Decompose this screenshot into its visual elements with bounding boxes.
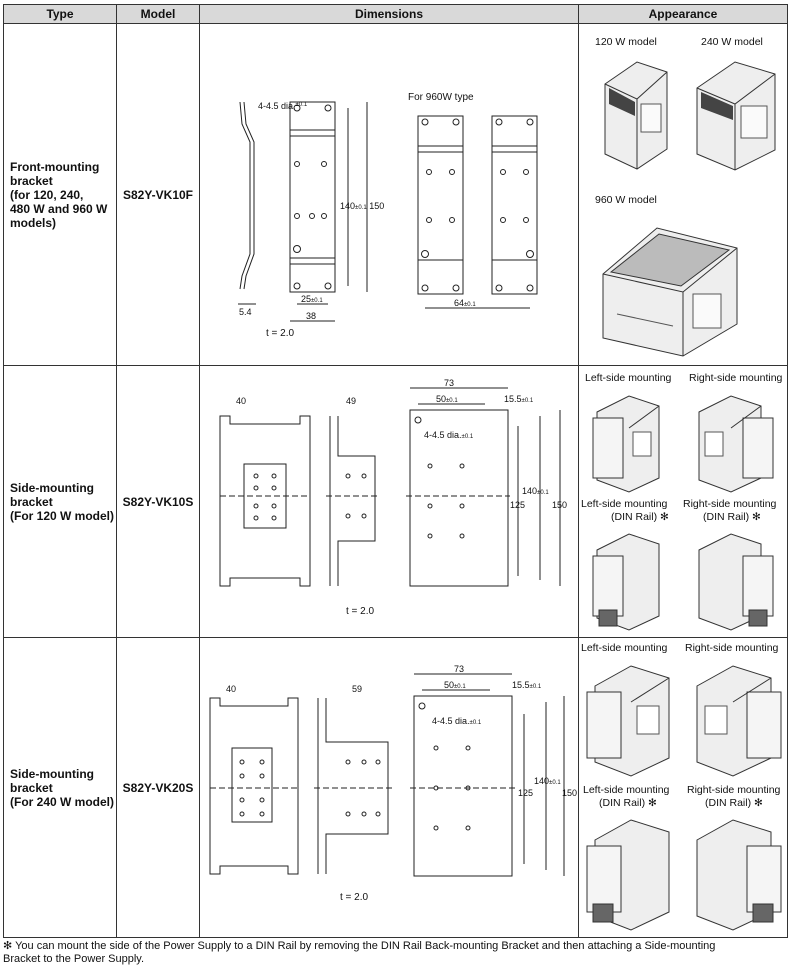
caption-right-side: Right-side mounting	[689, 372, 783, 384]
header-type: Type	[3, 4, 117, 24]
footnote-line2: Bracket to the Power Supply.	[3, 953, 145, 965]
product-left-side-image	[586, 665, 670, 777]
model-cell: S82Y-VK20S	[116, 637, 200, 938]
asterisk-icon: ✻	[3, 940, 13, 952]
type-cell: Side-mounting bracket (For 240 W model)	[3, 637, 117, 938]
type-line: models)	[10, 215, 57, 230]
caption-din-rail: (DIN Rail) ✻	[705, 797, 763, 809]
hole-label: 4-4.5 dia.±0.1	[258, 101, 308, 111]
type-line: bracket	[10, 494, 53, 509]
dim-25-label: 25±0.1	[301, 294, 323, 304]
caption-left-side-din: Left-side mounting	[581, 498, 668, 510]
type-cell: Front-mounting bracket (for 120, 240, 48…	[3, 23, 117, 366]
dimensions-drawing-side-120: 40 49 73 50±0.1 15.5±0.1 4-4.5 dia.±0.1 …	[199, 365, 579, 638]
side-bracket-120-drawing: 40 49 73 50±0.1 15.5±0.1 4-4.5 dia.±0.1 …	[219, 378, 567, 617]
product-left-side-din-image	[586, 819, 670, 931]
caption-120w: 120 W model	[595, 36, 657, 48]
caption-left-side-din: Left-side mounting	[583, 784, 670, 796]
dim-150-label: 150	[562, 788, 577, 798]
model-cell: S82Y-VK10S	[116, 365, 200, 638]
product-right-side-din-image	[696, 819, 782, 931]
caption-240w: 240 W model	[701, 36, 763, 48]
type-line: 480 W and 960 W	[10, 201, 108, 216]
product-right-side-image	[698, 395, 774, 493]
product-right-side-image	[696, 665, 782, 777]
caption-right-side-din: Right-side mounting	[687, 784, 781, 796]
dim-140-label: 140±0.1	[522, 486, 549, 496]
type-line: bracket	[10, 173, 53, 188]
thickness-label: t = 2.0	[266, 328, 295, 339]
product-960w-image	[602, 227, 738, 357]
product-120w-image	[604, 61, 668, 170]
note-960-label: For 960W type	[408, 92, 474, 103]
dim-125-label: 125	[510, 500, 525, 510]
footnote-line1: You can mount the side of the Power Supp…	[15, 940, 716, 952]
dim-73-label: 73	[444, 378, 454, 388]
type-line: Side-mounting	[10, 766, 94, 781]
table-row: Side-mounting bracket (For 240 W model) …	[3, 637, 788, 938]
dim-50-label: 50±0.1	[436, 394, 458, 404]
header-dimensions: Dimensions	[199, 4, 579, 24]
product-left-side-image	[592, 395, 660, 493]
model-cell: S82Y-VK10F	[116, 23, 200, 366]
table-row: Front-mounting bracket (for 120, 240, 48…	[3, 23, 788, 366]
hole-label: 4-4.5 dia.±0.1	[424, 430, 474, 440]
dim-73-label: 73	[454, 664, 464, 674]
caption-din-rail: (DIN Rail) ✻	[703, 511, 761, 523]
footnote: ✻ You can mount the side of the Power Su…	[3, 940, 787, 966]
caption-right-side-din: Right-side mounting	[683, 498, 777, 510]
dim-140-label: 140±0.1 150	[340, 201, 384, 211]
appearance-cell: Left-side mounting Right-side mounting L…	[578, 365, 788, 638]
thickness-label: t = 2.0	[346, 606, 375, 617]
dim-140-label: 140±0.1	[534, 776, 561, 786]
front-bracket-drawing: 4-4.5 dia.±0.1 For 960W type 140±0.1 150…	[238, 92, 538, 339]
caption-960w: 960 W model	[595, 194, 657, 206]
dim-64-label: 64±0.1	[454, 298, 476, 308]
caption-din-rail: (DIN Rail) ✻	[611, 511, 669, 523]
product-240w-image	[696, 61, 776, 171]
type-line: (for 120, 240,	[10, 187, 84, 202]
dim-40-label: 40	[226, 684, 236, 694]
type-line: bracket	[10, 780, 53, 795]
appearance-cell: Left-side mounting Right-side mounting L…	[578, 637, 788, 938]
dim-38-label: 38	[306, 311, 316, 321]
dim-54-label: 5.4	[239, 307, 252, 317]
product-right-side-din-image	[698, 533, 774, 631]
header-appearance: Appearance	[578, 4, 788, 24]
hole-label: 4-4.5 dia.±0.1	[432, 716, 482, 726]
dim-155-label: 15.5±0.1	[512, 680, 542, 690]
appearance-cell: 120 W model 240 W model 960 W model	[578, 23, 788, 366]
type-line: Side-mounting	[10, 480, 94, 495]
dimensions-drawing-side-240: 40 59 73 50±0.1 15.5±0.1 4-4.5 dia.±0.1 …	[199, 637, 579, 938]
type-line: Front-mounting	[10, 159, 100, 174]
caption-left-side: Left-side mounting	[581, 642, 668, 654]
dim-125-label: 125	[518, 788, 533, 798]
caption-right-side: Right-side mounting	[685, 642, 779, 654]
type-cell: Side-mounting bracket (For 120 W model)	[3, 365, 117, 638]
side-bracket-240-drawing: 40 59 73 50±0.1 15.5±0.1 4-4.5 dia.±0.1 …	[209, 664, 577, 903]
type-line: (For 120 W model)	[10, 508, 115, 523]
type-line: (For 240 W model)	[10, 794, 115, 809]
product-left-side-din-image	[592, 533, 660, 631]
caption-left-side: Left-side mounting	[585, 372, 672, 384]
thickness-label: t = 2.0	[340, 892, 369, 903]
dim-50-label: 50±0.1	[444, 680, 466, 690]
bracket-spec-table: Type Model Dimensions Appearance Front-m…	[3, 4, 788, 938]
table-row: Side-mounting bracket (For 120 W model) …	[3, 365, 788, 638]
header-model: Model	[116, 4, 200, 24]
dim-49-label: 49	[346, 396, 356, 406]
dim-155-label: 15.5±0.1	[504, 394, 534, 404]
dim-40-label: 40	[236, 396, 246, 406]
dimensions-drawing-front: 4-4.5 dia.±0.1 For 960W type 140±0.1 150…	[199, 23, 579, 366]
dim-150-label: 150	[552, 500, 567, 510]
dim-59-label: 59	[352, 684, 362, 694]
caption-din-rail: (DIN Rail) ✻	[599, 797, 657, 809]
